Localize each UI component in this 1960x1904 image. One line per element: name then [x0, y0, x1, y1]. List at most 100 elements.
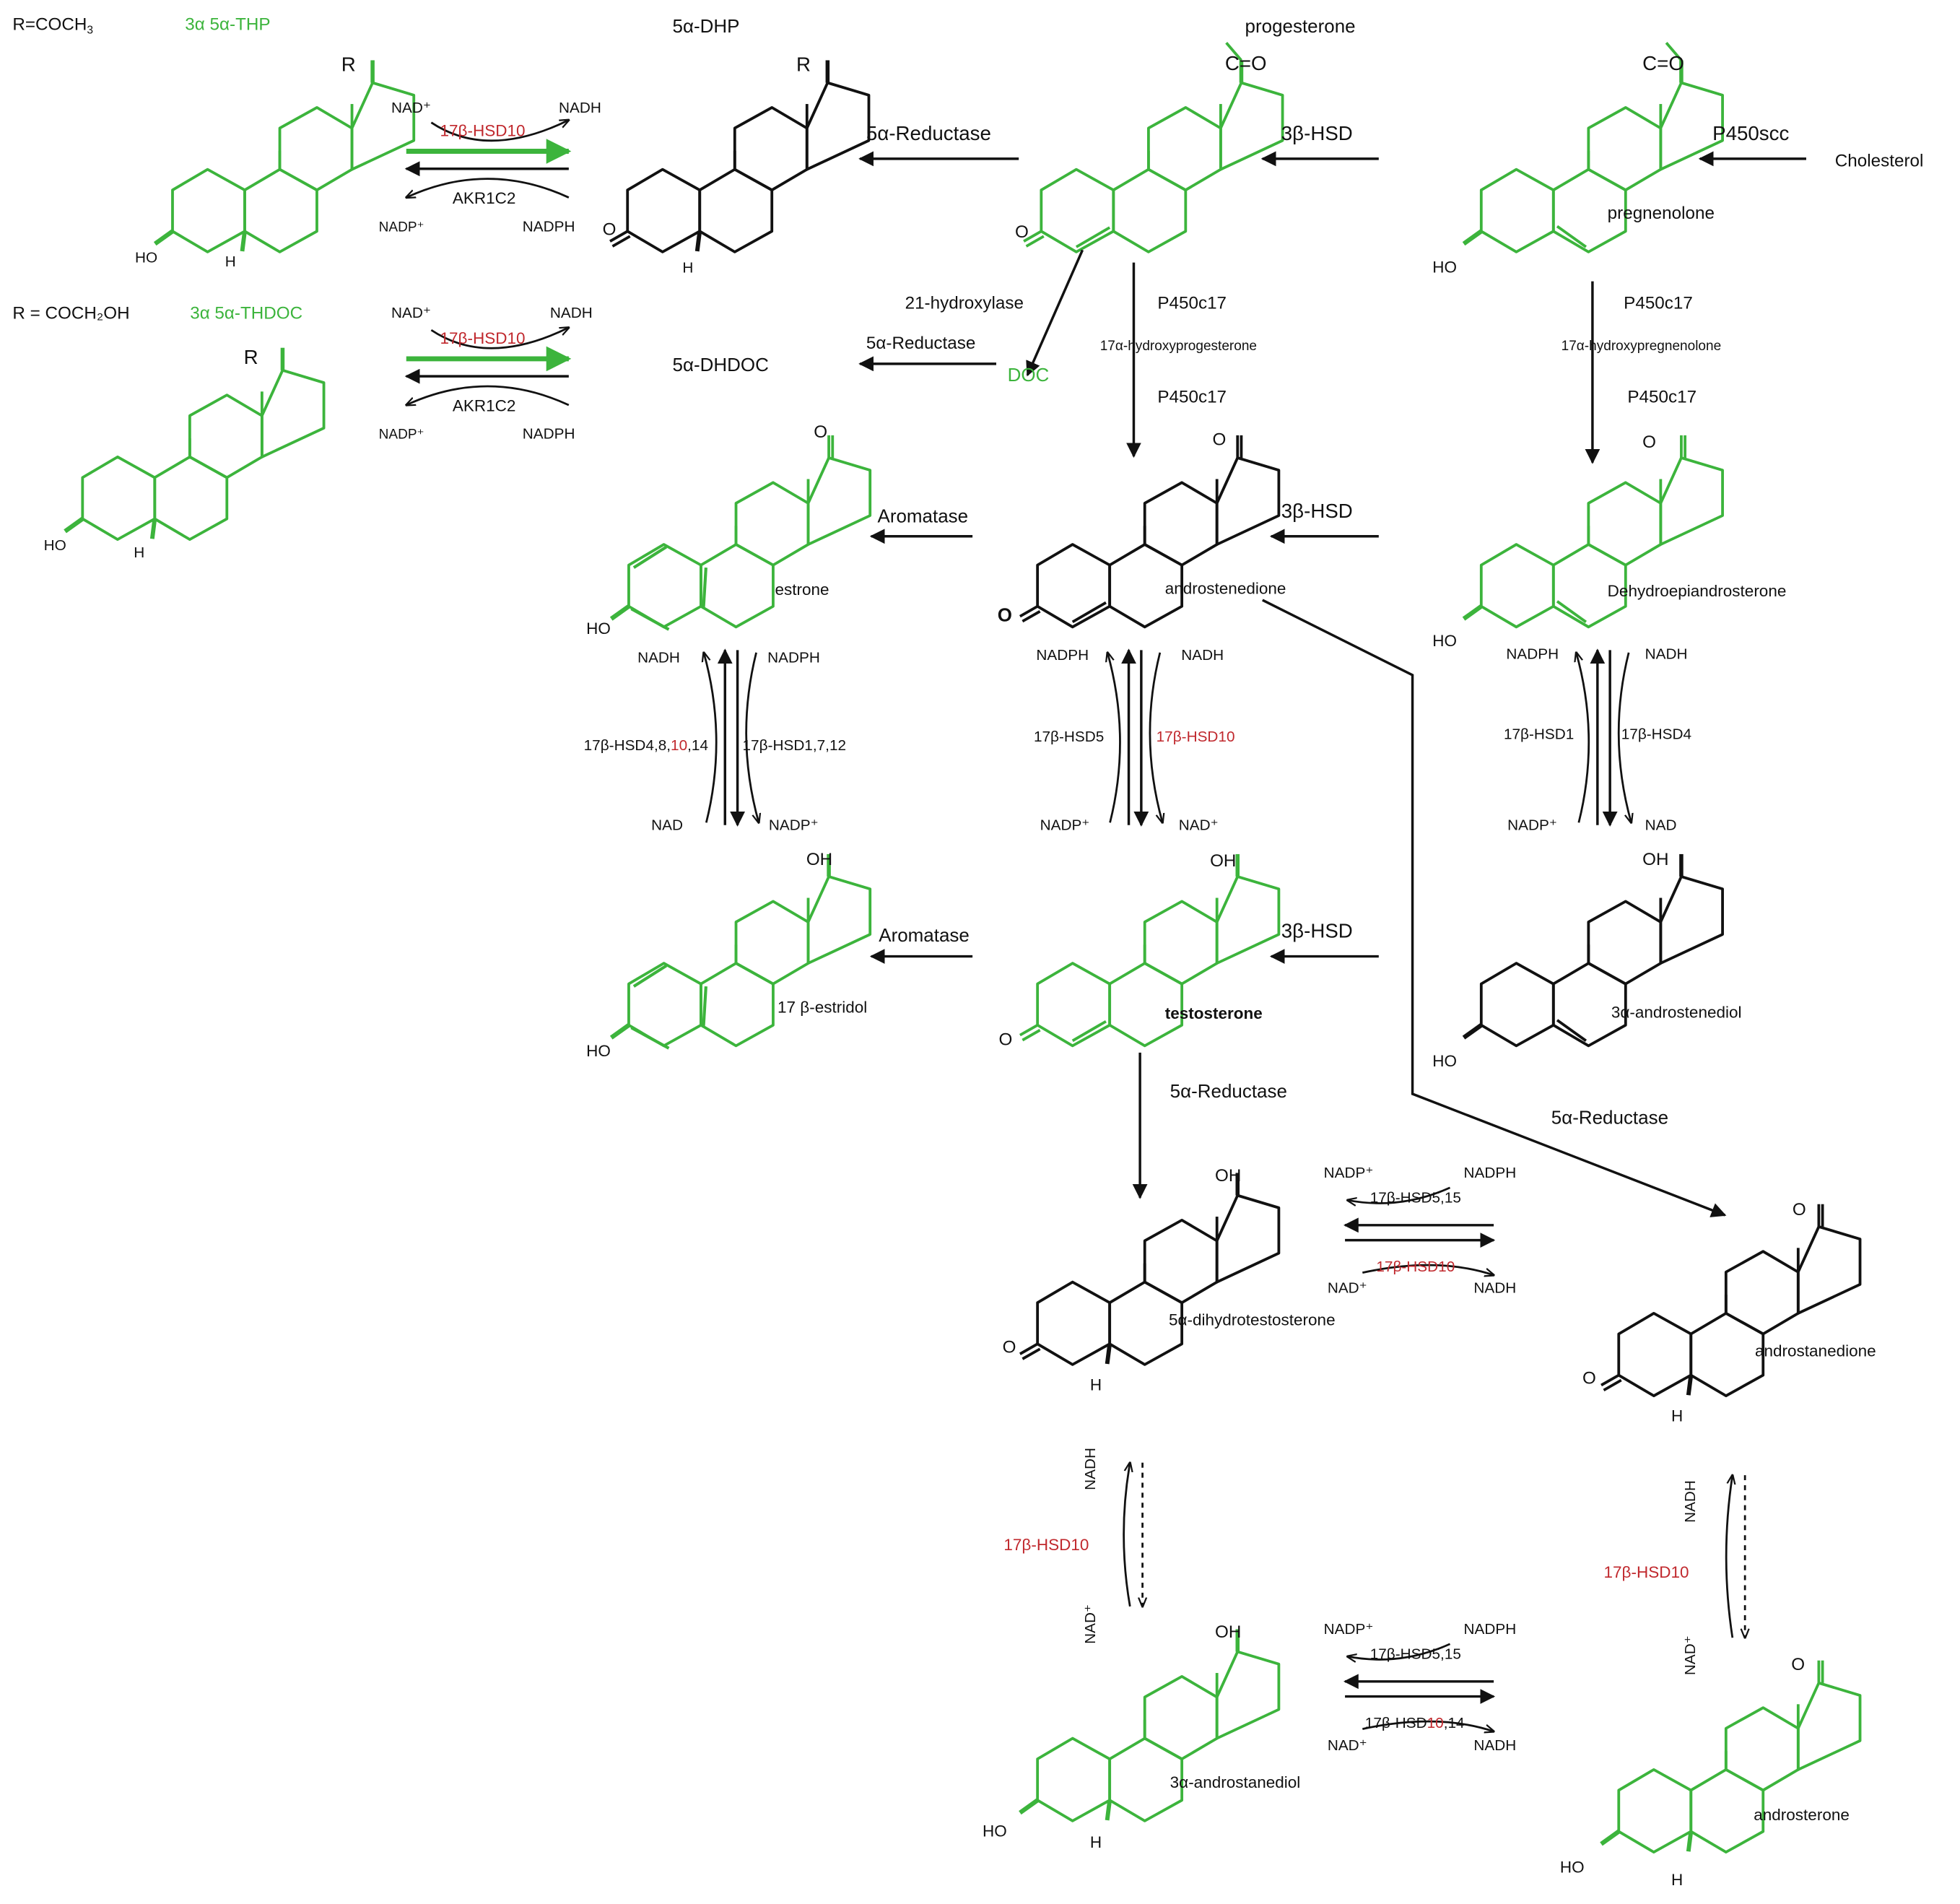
thdoc-ring-C	[188, 394, 263, 479]
dhea-double-bond	[1556, 600, 1587, 623]
androstanedione-hsd10-vertical: 17β-HSD10	[1603, 1563, 1689, 1581]
pregnenolone-c3-hydroxyl	[1462, 229, 1483, 246]
thp-hsd10: 17β-HSD10	[440, 122, 526, 140]
androstenedione-nadp-plus: NADP⁺	[1040, 817, 1090, 834]
androstenedione-name: androstenedione	[1165, 579, 1286, 597]
androstanediol-h: H	[1090, 1833, 1102, 1851]
testosterone-name: testosterone	[1165, 1004, 1263, 1022]
thp-ho: HO	[135, 250, 157, 266]
dhea-o: O	[1642, 432, 1656, 452]
androstanedione-o: O	[1793, 1200, 1806, 1220]
pregnenolone-acetyl-methyl	[1665, 41, 1683, 61]
progesterone-c3-keto	[1023, 230, 1042, 243]
estrone-cofactor-up	[704, 653, 718, 823]
androstanediol-ring-C	[1143, 1674, 1219, 1761]
estrone-ho: HO	[586, 620, 611, 638]
thdoc-skeleton	[64, 347, 326, 542]
androstenediol-double-bond	[1556, 1019, 1587, 1042]
dht-c3-keto	[1019, 1342, 1039, 1355]
thp-r-label: R	[341, 53, 356, 76]
thdoc-cofactor-reverse	[406, 385, 570, 405]
androstenediol-ring-C	[1587, 900, 1663, 986]
thdoc-c3-hydroxyl	[64, 517, 84, 534]
estradiol-ring-B	[700, 962, 775, 1048]
dhea-ho: HO	[1432, 632, 1457, 650]
dhp-ring-B	[698, 168, 774, 253]
aromatase-label-1: Aromatase	[878, 505, 969, 527]
pregnenolone-co: C=O	[1642, 52, 1684, 74]
dht-hsd17-5-15: 17β-HSD5,15	[1370, 1190, 1461, 1207]
testosterone-oh: OH	[1210, 851, 1236, 871]
androsterone-ring-B	[1689, 1768, 1765, 1854]
androstanedione-c3-keto-2	[1603, 1378, 1622, 1392]
thdoc-ring-B	[153, 455, 229, 542]
thp-name: 3α 5α-THP	[185, 15, 270, 35]
thp-ring-A	[171, 168, 246, 253]
thdoc-ring-D	[260, 368, 326, 458]
androsterone-name: androsterone	[1754, 1806, 1850, 1824]
reductase-label-3: 5α-Reductase	[1170, 1080, 1287, 1102]
androstenediol-oh: OH	[1642, 850, 1668, 869]
estrone-c3-hydroxyl	[609, 604, 630, 621]
dhp-c3-keto	[609, 230, 629, 243]
progesterone-double-bond	[1075, 226, 1111, 248]
androstanediol-nadph: NADPH	[1464, 1621, 1517, 1638]
androstanediol-cofactor-left	[1348, 1643, 1451, 1660]
thp-ring-B	[243, 168, 318, 253]
progesterone-ring-A	[1040, 168, 1115, 253]
dhp-ring-D	[805, 81, 871, 171]
androstanediol-hsd17-5-15: 17β-HSD5,15	[1370, 1646, 1461, 1663]
estradiol-oh: OH	[806, 850, 832, 869]
androstenedione-cofactor-down	[1149, 652, 1162, 822]
dht-nad-plus-vertical: NAD⁺	[1082, 1604, 1099, 1644]
androstenedione-c3-keto-2	[1022, 610, 1041, 623]
androstanediol-nadh: NADH	[1473, 1737, 1516, 1754]
androstanediol-nadp-plus: NADP⁺	[1324, 1621, 1374, 1638]
p450scc-label: P450scc	[1712, 122, 1789, 144]
dhea-nadph: NADPH	[1506, 645, 1559, 662]
thdoc-nadh: NADH	[550, 305, 593, 321]
steroid-structures	[64, 41, 1862, 1854]
dhea-ring-D	[1659, 456, 1724, 546]
androstenedione-ring-C	[1143, 481, 1219, 567]
androstanediol-c3-hydroxyl	[1019, 1798, 1039, 1815]
dhea-nad: NAD	[1645, 817, 1677, 834]
hydroxyprogesterone-name: 17α-hydroxyprogesterone	[1100, 339, 1257, 354]
androstenedione-keto-o: O	[998, 604, 1012, 626]
arrow-progesterone-to-doc	[1026, 249, 1084, 377]
estradiol-ring-C	[734, 900, 810, 986]
androstenedione-o: O	[1213, 430, 1227, 449]
p450c17-label-4: P450c17	[1627, 388, 1697, 407]
testosterone-o: O	[998, 1030, 1012, 1049]
dhea-cofactor-down	[1617, 652, 1631, 822]
androstanedione-h: H	[1671, 1407, 1683, 1425]
androstanediol-hsd17-10-14: 17β-HSD10,14	[1365, 1715, 1465, 1731]
pregnenolone-ring-C	[1587, 106, 1663, 192]
androstanedione-ring-D	[1796, 1225, 1862, 1315]
androstanediol-name: 3α-androstanediol	[1170, 1773, 1301, 1791]
thp-akr1c2: AKR1C2	[453, 189, 516, 207]
estrone-nadh: NADH	[637, 650, 680, 666]
thdoc-name: 3α 5α-THDOC	[190, 304, 302, 323]
hydroxylase21-label: 21-hydroxylase	[905, 294, 1024, 313]
estrone-name: estrone	[775, 581, 829, 599]
thp-nadph: NADPH	[523, 218, 575, 235]
androstanedione-ring-B	[1689, 1311, 1765, 1398]
pregnenolone-skeleton	[1462, 41, 1724, 253]
dhp-skeleton	[609, 60, 871, 253]
dhp-name: 5α-DHP	[673, 15, 740, 37]
androstenediol-ring-D	[1659, 875, 1724, 965]
androstanedione-keto-o: O	[1582, 1369, 1596, 1388]
dht-name: 5α-dihydrotestosterone	[1169, 1310, 1336, 1329]
dht-ring-C	[1143, 1218, 1219, 1305]
p450c17-label-3: P450c17	[1624, 294, 1693, 313]
testosterone-c3-keto	[1019, 1024, 1039, 1037]
dhea-cofactor-up	[1576, 653, 1590, 823]
dht-ring-D	[1215, 1194, 1281, 1284]
dhp-o: O	[603, 220, 617, 240]
androstanedione-ring-A	[1617, 1311, 1693, 1398]
p450c17-label-1: P450c17	[1157, 294, 1227, 313]
progesterone-ring-C	[1146, 106, 1222, 192]
dht-oh: OH	[1215, 1166, 1241, 1186]
